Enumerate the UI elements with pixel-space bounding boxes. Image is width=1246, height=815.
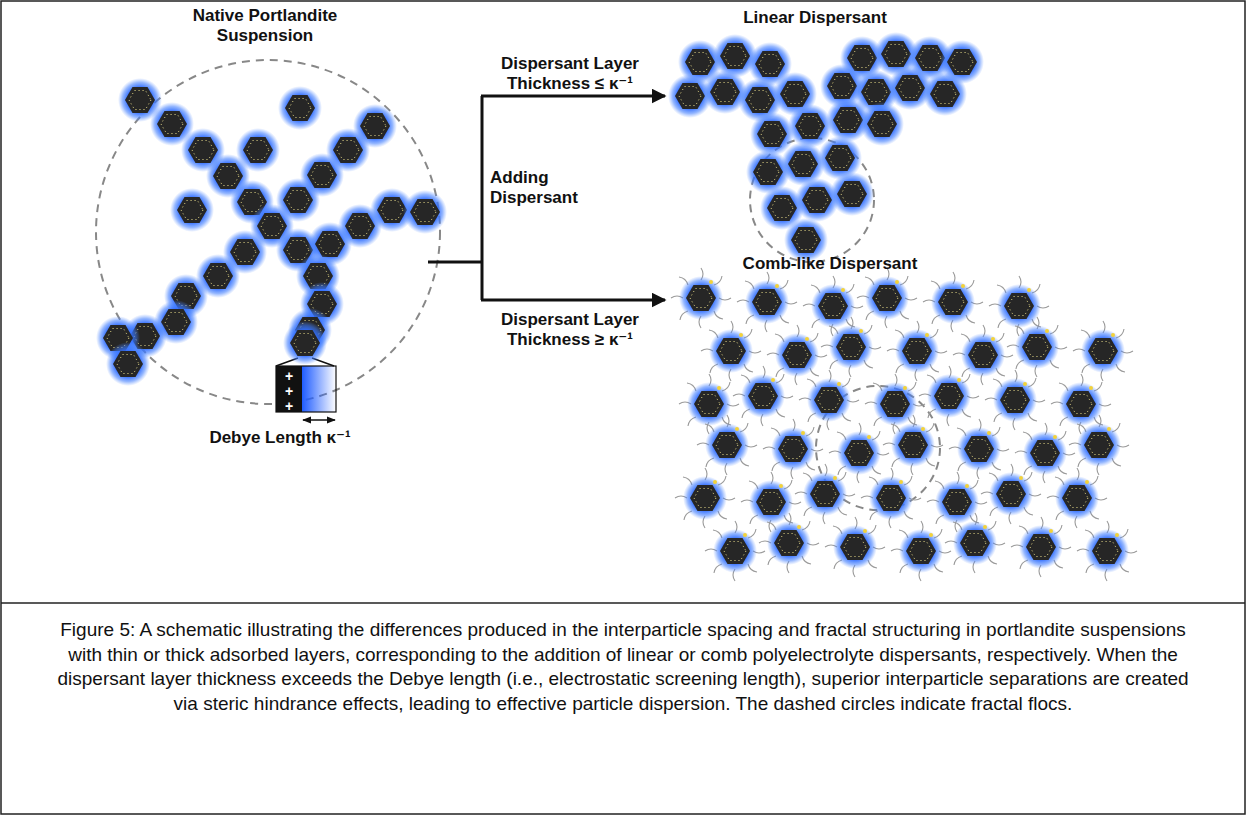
portlandite-particle [759, 513, 819, 573]
step-label: Adding Dispersant [490, 168, 600, 209]
condition-label: Dispersant Layer Thickness ≤ κ⁻¹ [490, 54, 650, 95]
portlandite-particle [1073, 321, 1133, 381]
charge-sign: + [282, 368, 296, 385]
portlandite-particle [919, 366, 979, 426]
portlandite-particle [825, 517, 885, 577]
portlandite-particle [697, 415, 757, 475]
portlandite-particle [353, 104, 397, 148]
portlandite-particle [1007, 317, 1067, 377]
portlandite-particle [403, 190, 447, 234]
portlandite-particle [278, 86, 322, 130]
portlandite-particle [923, 272, 983, 332]
portlandite-particle [891, 521, 951, 581]
portlandite-particle [1077, 521, 1137, 581]
dimension-label: Debye Length κ⁻¹ [190, 428, 370, 448]
portlandite-particle [799, 370, 859, 430]
portlandite-particle [705, 521, 765, 581]
portlandite-particle [236, 128, 280, 172]
portlandite-particle [945, 513, 1005, 573]
portlandite-particle [923, 72, 967, 116]
portlandite-particle [701, 321, 761, 381]
portlandite-particle [170, 188, 214, 232]
portlandite-particle [829, 423, 889, 483]
panel-label: Comb-like Dispersant [700, 254, 960, 274]
portlandite-particle [861, 468, 921, 528]
portlandite-particle [1047, 468, 1107, 528]
portlandite-particle [883, 415, 943, 475]
portlandite-particle [671, 268, 731, 328]
portlandite-particle [981, 464, 1041, 524]
portlandite-particle [283, 321, 327, 365]
figure-caption: Figure 5: A schematic illustrating the d… [48, 618, 1198, 717]
portlandite-particle [821, 317, 881, 377]
portlandite-particle [860, 102, 904, 146]
panel-label: Native Portlandite Suspension [180, 6, 350, 47]
portlandite-particle [1015, 423, 1075, 483]
portlandite-particle [1069, 415, 1129, 475]
portlandite-particle [887, 321, 947, 381]
panel-label: Linear Dispersant [715, 8, 915, 28]
portlandite-particle [985, 370, 1045, 430]
portlandite-particle [953, 325, 1013, 385]
portlandite-particle [949, 419, 1009, 479]
portlandite-particle [737, 272, 797, 332]
portlandite-particle [106, 342, 150, 386]
condition-label: Dispersant Layer Thickness ≥ κ⁻¹ [490, 310, 650, 351]
portlandite-particle [1011, 517, 1071, 577]
portlandite-particle [767, 325, 827, 385]
portlandite-particle [857, 268, 917, 328]
portlandite-particle [763, 419, 823, 479]
portlandite-particle [788, 104, 832, 148]
portlandite-particle [795, 464, 855, 524]
portlandite-particle [733, 366, 793, 426]
charge-sign: + [282, 383, 296, 400]
portlandite-particle [675, 468, 735, 528]
charge-sign: + [282, 398, 296, 415]
portlandite-particle [830, 172, 874, 216]
